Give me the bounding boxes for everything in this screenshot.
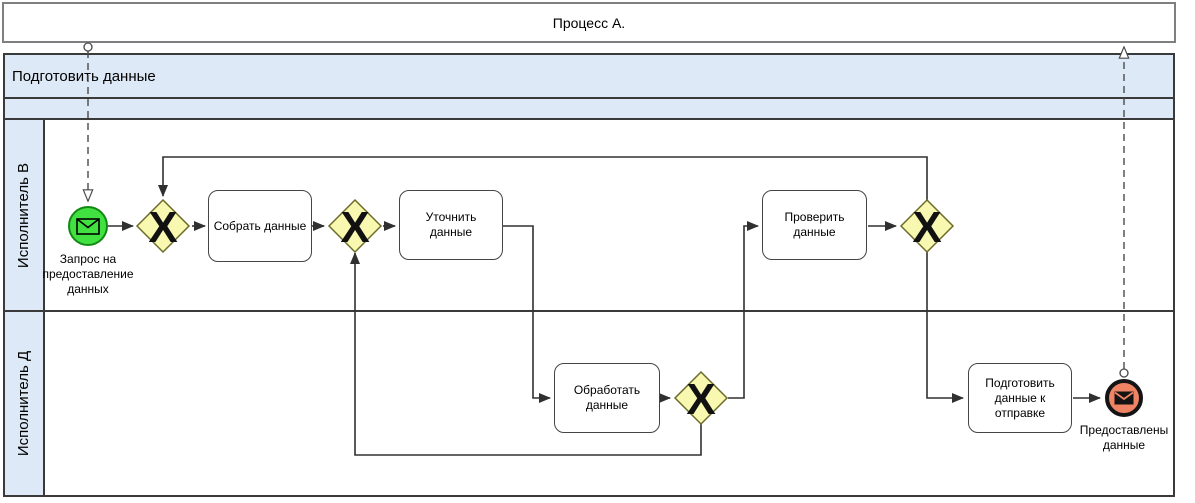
gateway-diamond	[135, 198, 191, 254]
xor-gateway-3[interactable]: X	[899, 198, 955, 254]
gateway-x-symbol: X	[148, 203, 177, 252]
end-event-label: Предоставлены данные	[1079, 423, 1169, 452]
end-message-event[interactable]	[1105, 379, 1143, 417]
task-label: Подготовить данные к отправке	[985, 375, 1055, 420]
filled-envelope-icon	[1114, 391, 1134, 405]
message-flow-source-dot-top	[83, 42, 93, 52]
pool-title-band[interactable]: Подготовить данные	[5, 55, 1173, 99]
message-flow-source-dot-bottom	[1119, 368, 1129, 378]
xor-gateway-2[interactable]: X	[327, 198, 383, 254]
envelope-icon	[76, 217, 100, 235]
pool-title: Подготовить данные	[12, 67, 156, 85]
lane-ispolnitel-v[interactable]: Исполнитель В	[5, 120, 1173, 312]
gateway-x-symbol: X	[340, 203, 369, 252]
pool-prepare-data[interactable]: Подготовить данные Исполнитель В Исполни…	[3, 53, 1175, 497]
flow-gateway4-loop-to-gateway2	[350, 252, 702, 456]
task-label: Собрать данные	[213, 218, 307, 233]
xor-gateway-4[interactable]: X	[673, 370, 729, 426]
lane-ispolnitel-d-strip[interactable]: Исполнитель Д	[5, 312, 45, 495]
task-obrabotat-dannye[interactable]: Обработать данные	[554, 363, 660, 433]
process-a-title: Процесс А.	[552, 14, 626, 31]
task-podgotovit-k-otpravke[interactable]: Подготовить данные к отправке	[968, 363, 1072, 433]
start-event-label: Запрос на предоставление данных	[42, 252, 134, 296]
process-a-band[interactable]: Процесс А.	[2, 2, 1176, 43]
gateway-x-symbol: X	[686, 375, 715, 424]
flow-task2-to-task3	[503, 225, 551, 403]
flow-gateway4-to-task4	[728, 221, 759, 399]
xor-gateway-1[interactable]: X	[135, 198, 191, 254]
task-utochnit-dannye[interactable]: Уточнить данные	[399, 190, 503, 260]
pool-sub-band	[5, 99, 1173, 120]
task-label: Обработать данные	[573, 383, 641, 412]
lane-ispolnitel-v-strip[interactable]: Исполнитель В	[5, 120, 45, 310]
task-label: Уточнить данные	[425, 210, 477, 239]
flow-gateway3-to-task5	[926, 252, 964, 403]
task-proverit-dannye[interactable]: Проверить данные	[762, 190, 867, 260]
gateway-diamond	[899, 198, 955, 254]
flow-gateway3-loop-to-gateway1	[158, 156, 928, 200]
gateway-x-symbol: X	[912, 203, 941, 252]
gateway-diamond	[673, 370, 729, 426]
start-message-event[interactable]	[68, 206, 108, 246]
task-label: Проверить данные	[784, 210, 845, 239]
task-sobrat-dannye[interactable]: Собрать данные	[208, 190, 312, 262]
